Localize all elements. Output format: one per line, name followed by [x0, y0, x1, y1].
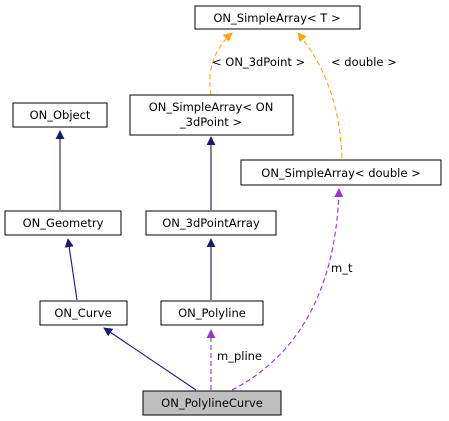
node-simple-array-t[interactable]: ON_SimpleArray< T > [194, 5, 361, 30]
edge-template-double [297, 32, 343, 159]
node-simple-array-double-label: ON_SimpleArray< double > [261, 166, 420, 180]
edge-label-member-pline: m_pline [217, 349, 262, 363]
edge-curve-to-geometry [64, 238, 78, 301]
node-simple-array-double[interactable]: ON_SimpleArray< double > [240, 159, 442, 186]
node-polyline-label: ON_Polyline [178, 306, 246, 320]
node-simple-array-3dpoint[interactable]: ON_SimpleArray< ON _3dPoint > [129, 94, 294, 136]
node-simple-array-3dpoint-label-line2: _3dPoint > [179, 115, 242, 129]
node-3d-point-array[interactable]: ON_3dPointArray [145, 210, 277, 236]
node-polyline[interactable]: ON_Polyline [160, 300, 264, 326]
node-simple-array-t-label: ON_SimpleArray< T > [213, 11, 340, 25]
node-geometry-label: ON_Geometry [23, 216, 104, 230]
edge-label-member-t: m_t [331, 261, 353, 275]
node-polyline-curve-label: ON_PolylineCurve [161, 396, 263, 410]
node-simple-array-3dpoint-label-line1: ON_SimpleArray< ON [149, 100, 274, 114]
edge-template-3dpoint [209, 32, 233, 96]
node-curve[interactable]: ON_Curve [39, 300, 128, 326]
node-geometry[interactable]: ON_Geometry [4, 210, 122, 236]
node-object-label: ON_Object [30, 108, 91, 122]
node-object[interactable]: ON_Object [12, 102, 108, 128]
edge-polylinecurve-to-curve [103, 327, 197, 391]
edge-label-template-double: < double > [331, 55, 397, 69]
node-curve-label: ON_Curve [54, 306, 111, 320]
edge-label-template-3dpoint: < ON_3dPoint > [212, 55, 305, 69]
node-3d-point-array-label: ON_3dPointArray [162, 216, 260, 230]
edge-usage-m-t [231, 188, 344, 391]
node-polyline-curve[interactable]: ON_PolylineCurve [142, 390, 282, 416]
